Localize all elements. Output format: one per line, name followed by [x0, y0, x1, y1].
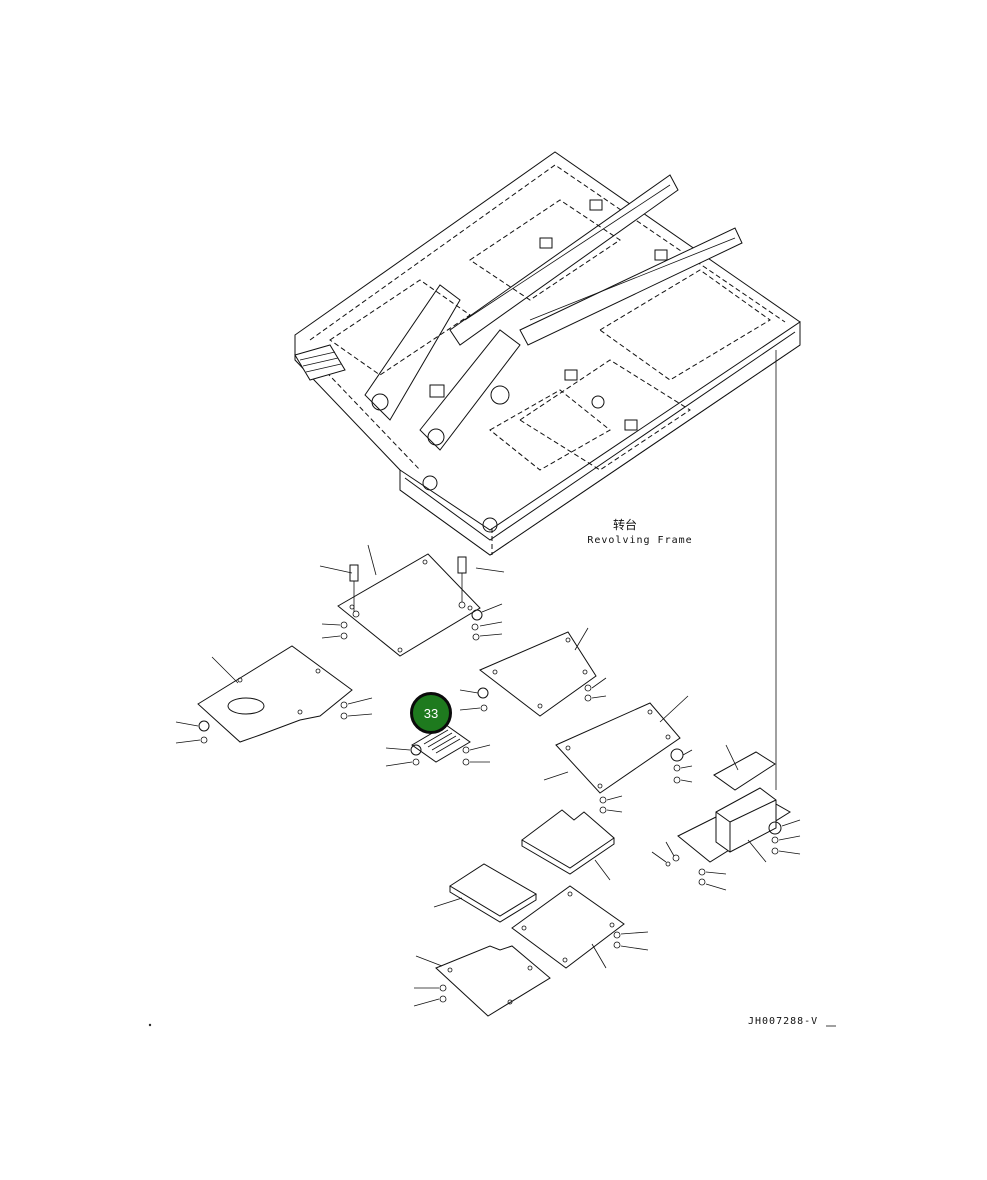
undercover-plate-d — [543, 695, 693, 814]
revolving-frame — [294, 151, 801, 790]
part-callout-33[interactable]: 33 — [410, 692, 452, 734]
undercover-plate-c — [479, 627, 607, 717]
undercover-plate-g — [511, 885, 649, 969]
revolving-frame-label-cn: 转台 — [612, 518, 637, 532]
drawing-code: JH007288-V — [748, 1016, 819, 1027]
undercover-plate-f — [433, 863, 537, 923]
revolving-frame-label-en: Revolving Frame — [587, 535, 693, 546]
undercover-plate-b — [175, 645, 373, 744]
undercover-plate-e — [521, 809, 615, 881]
undercover-plate-a — [319, 544, 505, 657]
part-callout-number: 33 — [423, 705, 439, 721]
cover-box-assembly — [651, 744, 801, 891]
grille-plate-33 — [385, 687, 491, 767]
undercover-plate-h — [413, 945, 551, 1017]
